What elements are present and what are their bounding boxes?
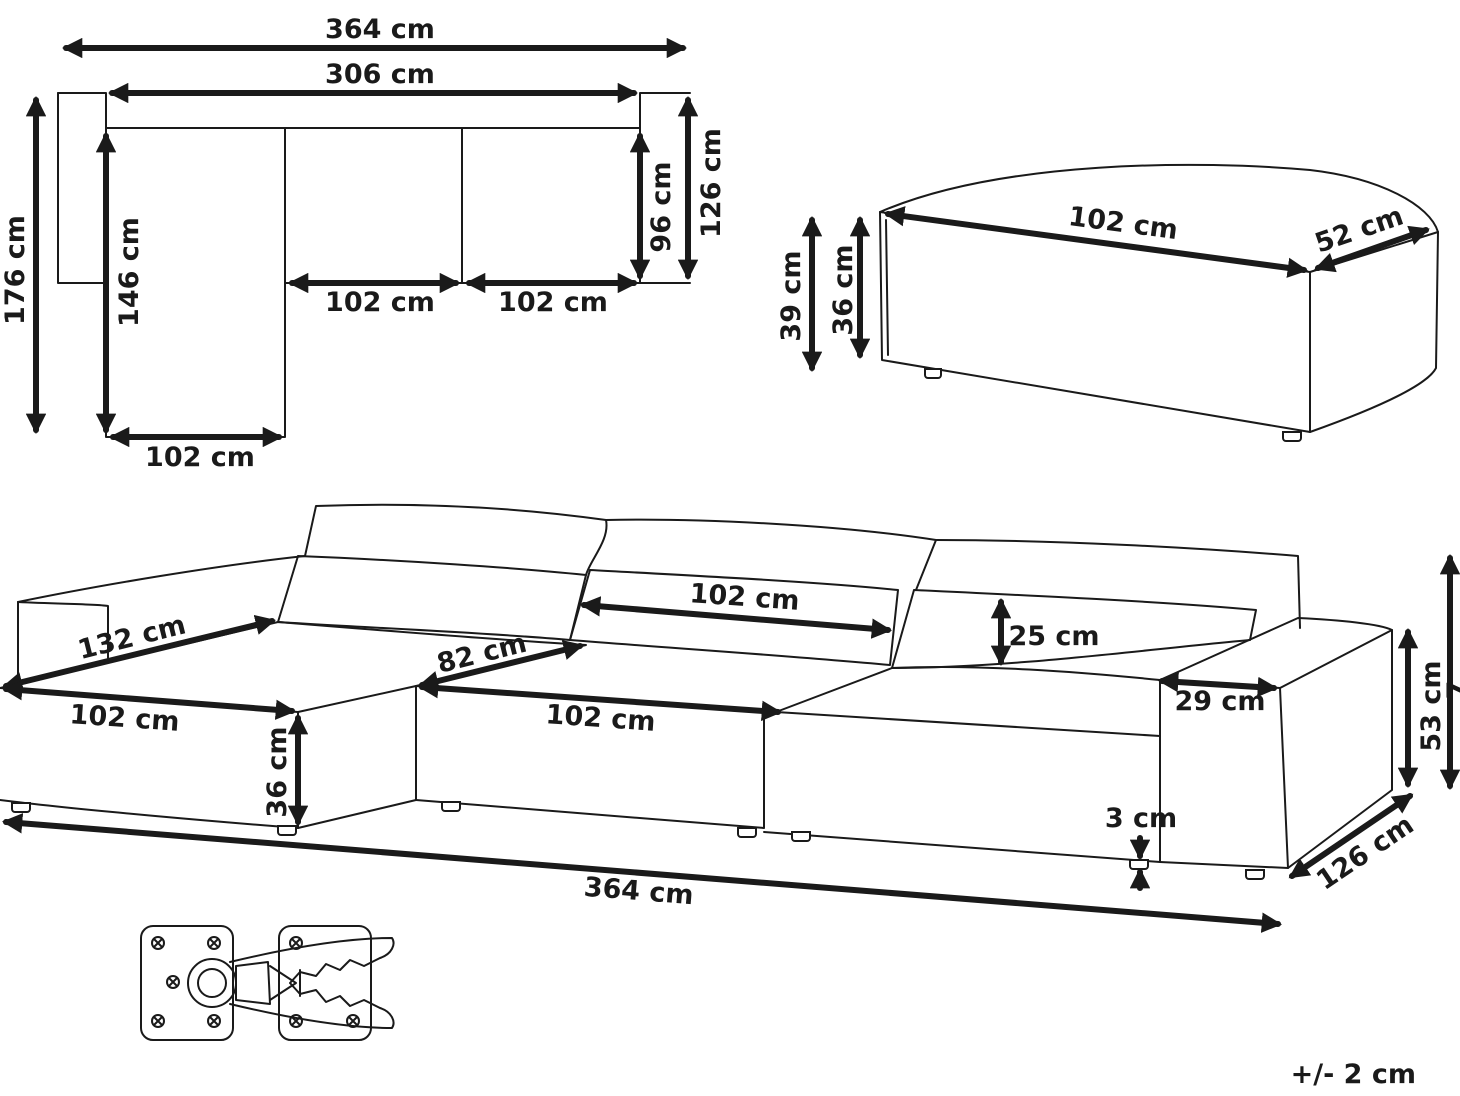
- sofa-leg-height-label: 3 cm: [1105, 803, 1177, 834]
- ottoman-total-height-label: 39 cm: [776, 250, 807, 341]
- sofa-back-width-arrow: [579, 596, 893, 639]
- plan-inner-width-label: 306 cm: [325, 59, 435, 90]
- sofa-view: 132 cm 102 cm 82 cm 102 cm 102 cm 36 cm …: [0, 503, 1460, 933]
- plan-chaise-width-label: 102 cm: [145, 442, 255, 473]
- sofa-armrest-width-label: 29 cm: [1174, 686, 1265, 717]
- sofa-middle-width-label: 102 cm: [545, 699, 657, 738]
- plan-module-depth-label: 126 cm: [696, 128, 727, 238]
- ottoman-width-arrow: [883, 206, 1309, 278]
- ottoman-depth-arrow: [1314, 225, 1430, 273]
- sofa-back-width-label: 102 cm: [689, 578, 801, 617]
- plan-seat-depth-label: 96 cm: [646, 161, 677, 252]
- plan-total-width-label: 364 cm: [325, 14, 435, 45]
- sofa-armrest-height-label: 53 cm: [1416, 660, 1447, 751]
- ottoman-body-height-label: 36 cm: [828, 244, 859, 335]
- sofa-armrest-width-arrow: [1157, 671, 1279, 698]
- ottoman-outline: [879, 163, 1439, 442]
- ottoman-view: 102 cm 52 cm 39 cm 36 cm: [776, 163, 1439, 442]
- sofa-total-length-arrow: [1, 813, 1283, 933]
- plan-right-width-label: 102 cm: [498, 287, 608, 318]
- sofa-middle-width-arrow: [417, 677, 783, 722]
- plan-total-depth-label: 176 cm: [0, 215, 31, 325]
- sofa-chaise-width-arrow: [1, 680, 297, 720]
- plan-outline: [57, 92, 691, 438]
- tolerance-note: +/- 2 cm: [1291, 1059, 1416, 1090]
- sofa-chaise-width-label: 102 cm: [69, 699, 181, 738]
- plan-view: 364 cm 306 cm 176 cm 146 cm 102 cm 102 c…: [0, 14, 727, 473]
- sofa-seat-height-label: 36 cm: [262, 726, 293, 817]
- plan-chaise-depth-label: 146 cm: [114, 217, 145, 327]
- sofa-chaise-length-arrow: [2, 614, 276, 693]
- sofa-depth-arrow: [1288, 793, 1414, 879]
- plan-middle-width-label: 102 cm: [325, 287, 435, 318]
- connector-bracket-icon: [140, 925, 395, 1041]
- sofa-cushion-height-label: 25 cm: [1008, 621, 1099, 652]
- sofa-total-height-partial-label: 7: [1442, 681, 1460, 700]
